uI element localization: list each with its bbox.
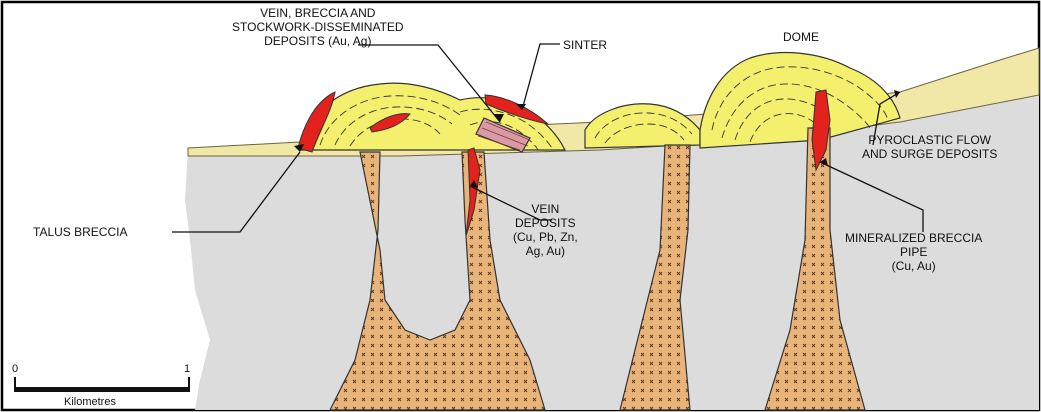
vein-deposits-label: VEIN DEPOSITS (Cu, Pb, Zn, Ag, Au) xyxy=(513,202,578,258)
scale-bar-start-label: 0 xyxy=(12,362,18,376)
vein-breccia-label-line-3: DEPOSITS (Au, Ag) xyxy=(232,34,404,48)
pyroclastic-flow-label: PYROCLASTIC FLOW AND SURGE DEPOSITS xyxy=(862,133,997,161)
scale-bar xyxy=(14,377,190,392)
middle-dome xyxy=(585,104,700,148)
mineralized-label-line-3: (Cu, Au) xyxy=(845,259,982,273)
scale-bar-unit-label: Kilometres xyxy=(64,395,116,409)
dome-label: DOME xyxy=(783,30,819,44)
scale-bar-line xyxy=(14,387,190,392)
mineralized-label-line-2: PIPE xyxy=(845,245,982,259)
scale-bar-tick-end xyxy=(188,377,190,392)
vein-deposits-label-line-3: (Cu, Pb, Zn, xyxy=(513,230,578,244)
pyroclastic-label-line-2: AND SURGE DEPOSITS xyxy=(862,147,997,161)
scale-bar-end-label: 1 xyxy=(184,362,190,376)
mineralized-label-line-1: MINERALIZED BRECCIA xyxy=(845,231,982,245)
vein-breccia-label-line-1: VEIN, BRECCIA AND xyxy=(232,6,404,20)
sinter-label: SINTER xyxy=(563,38,607,52)
vein-deposits-label-line-4: Ag, Au) xyxy=(513,244,578,258)
mineralized-breccia-pipe-label: MINERALIZED BRECCIA PIPE (Cu, Au) xyxy=(845,231,982,273)
vein-deposits-label-line-2: DEPOSITS xyxy=(513,216,578,230)
vein-deposits-label-line-1: VEIN xyxy=(513,202,578,216)
talus-breccia-label: TALUS BRECCIA xyxy=(33,225,127,239)
vein-breccia-label-line-2: STOCKWORK-DISSEMINATED xyxy=(232,20,404,34)
pyroclastic-label-line-1: PYROCLASTIC FLOW xyxy=(862,133,997,147)
scale-bar-tick-start xyxy=(14,377,16,392)
vein-breccia-stockwork-label: VEIN, BRECCIA AND STOCKWORK-DISSEMINATED… xyxy=(232,6,404,48)
